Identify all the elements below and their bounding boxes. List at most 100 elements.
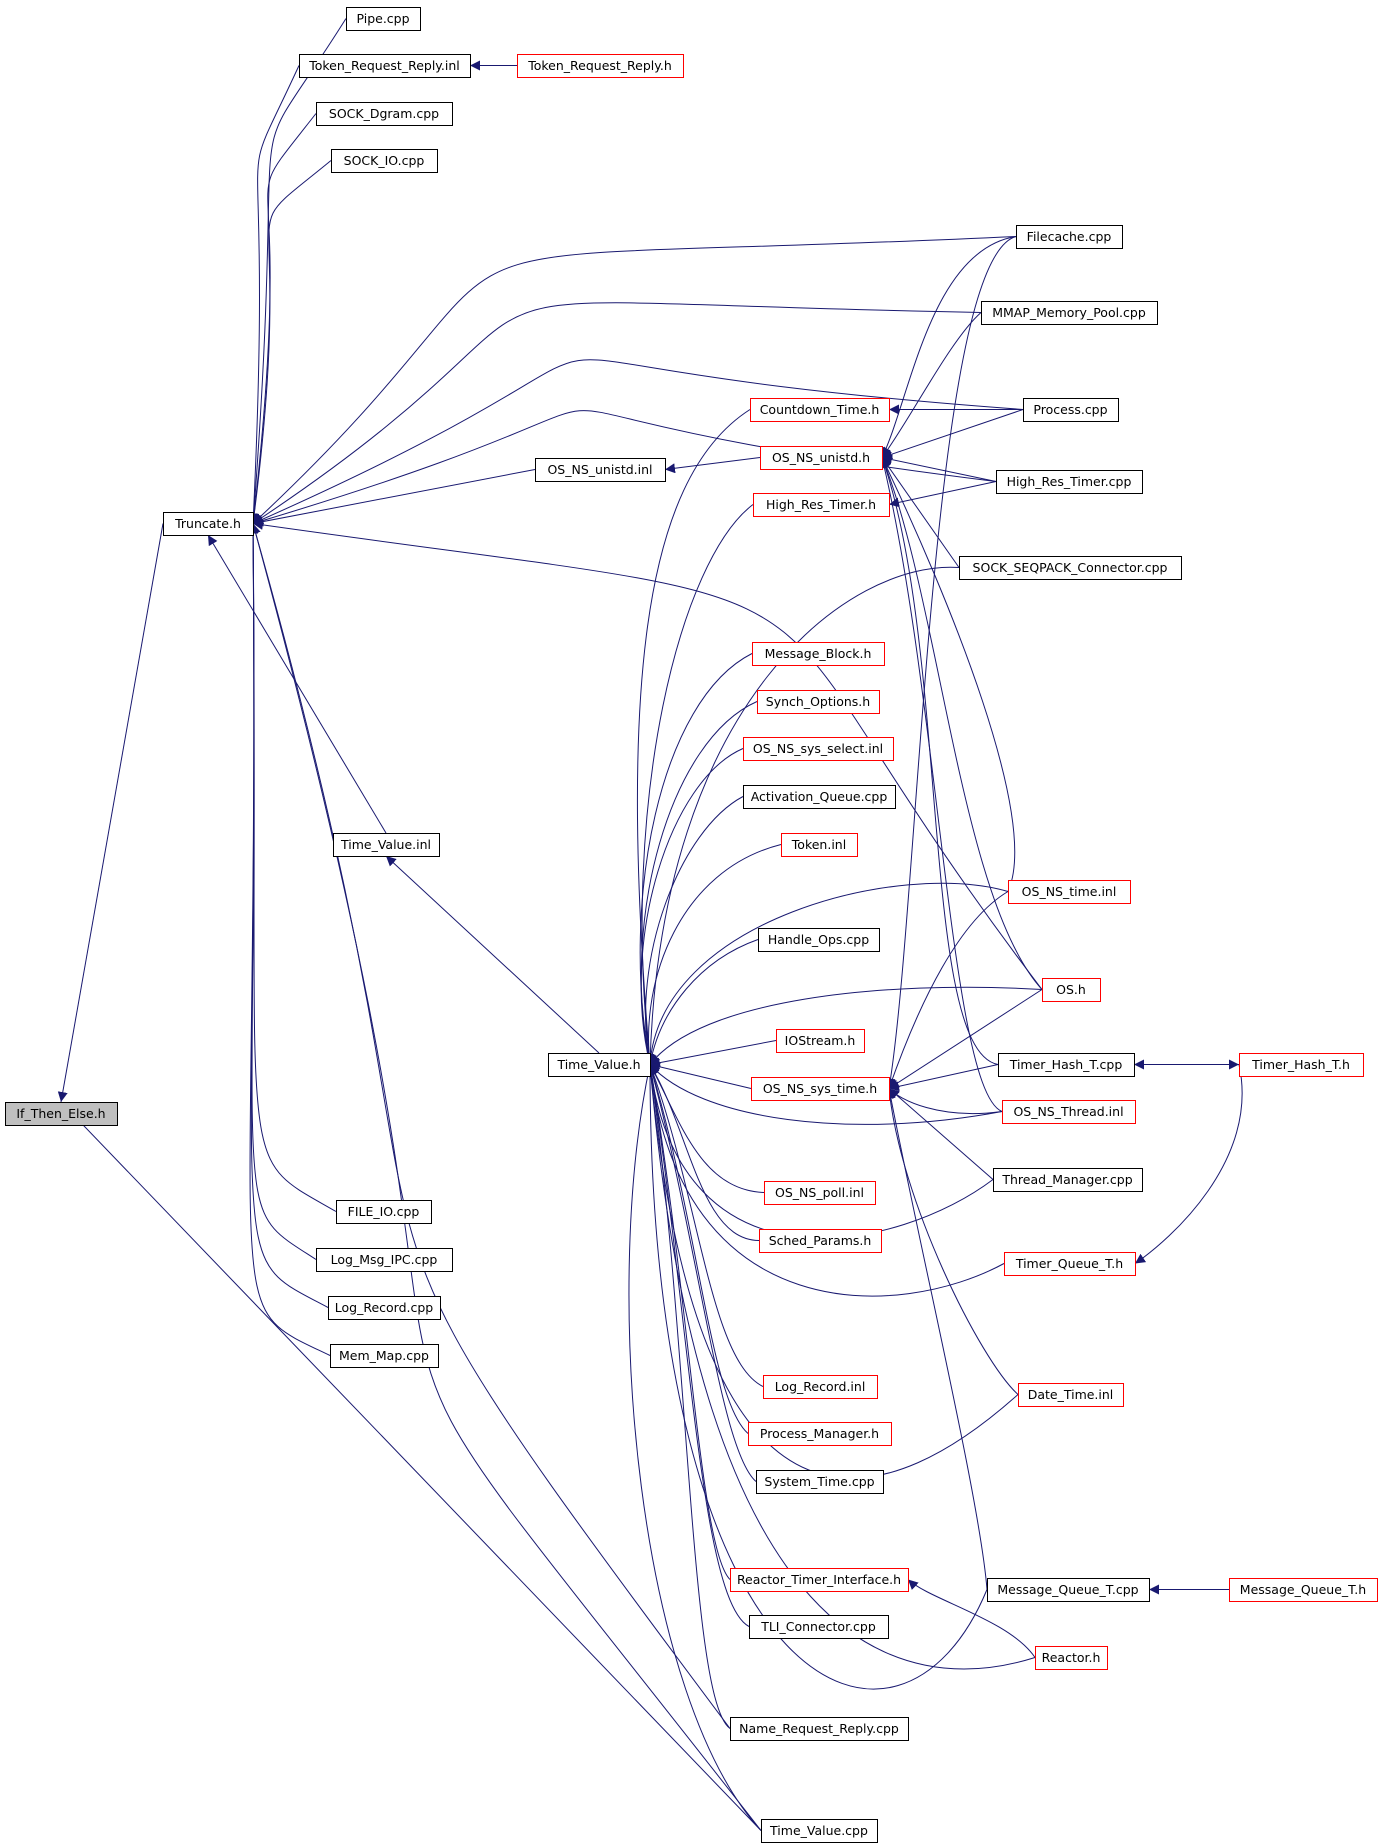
node-box bbox=[759, 1229, 882, 1253]
node-sock-dgram[interactable]: SOCK_Dgram.cpp bbox=[316, 102, 453, 126]
edge-system-time-to-time-value-h bbox=[647, 1064, 757, 1482]
edge-sock-dgram-to-truncate bbox=[249, 113, 317, 524]
node-trr-h[interactable]: Token_Request_Reply.h bbox=[517, 54, 684, 78]
node-tli[interactable]: TLI_Connector.cpp bbox=[749, 1615, 889, 1639]
node-poll-inl[interactable]: OS_NS_poll.inl bbox=[764, 1181, 876, 1205]
edge-seqpack-to-os-unistd-h bbox=[881, 457, 960, 568]
node-label: Token_Request_Reply.inl bbox=[308, 58, 460, 73]
node-label: System_Time.cpp bbox=[764, 1474, 874, 1489]
node-os-unistd-h[interactable]: OS_NS_unistd.h bbox=[760, 446, 883, 470]
node-label: OS_NS_poll.inl bbox=[775, 1185, 864, 1200]
edge-log-msg-ipc-to-truncate bbox=[248, 523, 317, 1260]
node-name-rr[interactable]: Name_Request_Reply.cpp bbox=[730, 1717, 909, 1741]
node-label: Pipe.cpp bbox=[356, 11, 409, 26]
node-box bbox=[756, 1470, 884, 1494]
node-truncate[interactable]: Truncate.h bbox=[163, 512, 254, 536]
node-timer-hash-cpp[interactable]: Timer_Hash_T.cpp bbox=[998, 1053, 1135, 1077]
node-box bbox=[517, 54, 684, 78]
node-date-time[interactable]: Date_Time.inl bbox=[1018, 1383, 1124, 1407]
node-sock-io[interactable]: SOCK_IO.cpp bbox=[331, 149, 438, 173]
node-box bbox=[1018, 1383, 1124, 1407]
node-os-unistd-inl[interactable]: OS_NS_unistd.inl bbox=[535, 458, 666, 482]
node-hrt-cpp[interactable]: High_Res_Timer.cpp bbox=[996, 470, 1143, 494]
node-sys-time-h[interactable]: OS_NS_sys_time.h bbox=[751, 1077, 890, 1101]
node-box bbox=[996, 470, 1143, 494]
node-file-io[interactable]: FILE_IO.cpp bbox=[336, 1200, 432, 1224]
node-synch-opts[interactable]: Synch_Options.h bbox=[757, 690, 880, 714]
node-label: MMAP_Memory_Pool.cpp bbox=[992, 305, 1146, 320]
node-box bbox=[751, 1077, 890, 1101]
node-mq-h[interactable]: Message_Queue_T.h bbox=[1229, 1578, 1378, 1602]
node-trr-inl[interactable]: Token_Request_Reply.inl bbox=[299, 54, 471, 78]
node-timer-hash-h[interactable]: Timer_Hash_T.h bbox=[1239, 1053, 1364, 1077]
node-msg-block[interactable]: Message_Block.h bbox=[752, 642, 885, 666]
edge-log-record-inl-to-time-value-h bbox=[648, 1064, 764, 1387]
node-os-h[interactable]: OS.h bbox=[1042, 978, 1101, 1002]
node-os-time-inl[interactable]: OS_NS_time.inl bbox=[1008, 880, 1131, 904]
node-process-mgr[interactable]: Process_Manager.h bbox=[748, 1422, 892, 1446]
node-box bbox=[981, 301, 1158, 325]
edge-hrt-h-to-time-value-h bbox=[641, 504, 754, 1065]
node-time-value-inl[interactable]: Time_Value.inl bbox=[333, 833, 440, 857]
node-select-inl[interactable]: OS_NS_sys_select.inl bbox=[743, 737, 894, 761]
node-log-record-cpp[interactable]: Log_Record.cpp bbox=[328, 1296, 441, 1320]
node-filecache[interactable]: Filecache.cpp bbox=[1016, 225, 1123, 249]
node-activation[interactable]: Activation_Queue.cpp bbox=[743, 785, 896, 809]
node-pipe[interactable]: Pipe.cpp bbox=[346, 7, 421, 31]
node-mem-map[interactable]: Mem_Map.cpp bbox=[330, 1344, 439, 1368]
node-label: High_Res_Timer.cpp bbox=[1007, 474, 1132, 489]
edge-os-h-to-os-unistd-h bbox=[881, 457, 1043, 990]
node-seqpack[interactable]: SOCK_SEQPACK_Connector.cpp bbox=[959, 556, 1182, 580]
node-box bbox=[748, 1422, 892, 1446]
edge-process-mgr-to-time-value-h bbox=[648, 1064, 749, 1434]
edge-time-value-h-to-time-value-inl bbox=[385, 855, 600, 1054]
node-iostream[interactable]: IOStream.h bbox=[776, 1029, 865, 1053]
node-label: Time_Value.cpp bbox=[769, 1823, 868, 1838]
node-reactor[interactable]: Reactor.h bbox=[1035, 1646, 1108, 1670]
node-label: FILE_IO.cpp bbox=[348, 1204, 420, 1219]
node-box bbox=[753, 493, 890, 517]
edge-os-thread-inl-to-sys-time-h bbox=[888, 1088, 1003, 1115]
node-time-value-h[interactable]: Time_Value.h bbox=[548, 1053, 651, 1077]
node-box bbox=[750, 398, 890, 422]
node-label: Date_Time.inl bbox=[1028, 1387, 1114, 1402]
node-label: Activation_Queue.cpp bbox=[751, 789, 888, 804]
node-box bbox=[993, 1168, 1143, 1192]
node-log-record-inl[interactable]: Log_Record.inl bbox=[763, 1375, 878, 1399]
node-if-then-else[interactable]: If_Then_Else.h bbox=[5, 1102, 118, 1126]
node-system-time[interactable]: System_Time.cpp bbox=[756, 1470, 884, 1494]
node-label: OS_NS_time.inl bbox=[1022, 884, 1117, 899]
node-box bbox=[1023, 398, 1119, 422]
node-rti[interactable]: Reactor_Timer_Interface.h bbox=[730, 1568, 909, 1592]
node-log-msg-ipc[interactable]: Log_Msg_IPC.cpp bbox=[316, 1248, 453, 1272]
node-time-value-cpp[interactable]: Time_Value.cpp bbox=[761, 1819, 878, 1843]
edge-iostream-to-time-value-h bbox=[649, 1040, 777, 1068]
edge-truncate-to-if-then-else bbox=[57, 523, 164, 1103]
node-token-inl[interactable]: Token.inl bbox=[781, 833, 858, 857]
node-mmap[interactable]: MMAP_Memory_Pool.cpp bbox=[981, 301, 1158, 325]
node-timer-queue[interactable]: Timer_Queue_T.h bbox=[1004, 1252, 1136, 1276]
node-handle-ops[interactable]: Handle_Ops.cpp bbox=[758, 928, 880, 952]
node-box bbox=[299, 54, 471, 78]
node-label: Process_Manager.h bbox=[760, 1426, 879, 1441]
node-sched-params[interactable]: Sched_Params.h bbox=[759, 1229, 882, 1253]
node-os-thread-inl[interactable]: OS_NS_Thread.inl bbox=[1002, 1100, 1136, 1124]
node-countdown[interactable]: Countdown_Time.h bbox=[750, 398, 890, 422]
node-label: Reactor.h bbox=[1042, 1650, 1101, 1665]
edge-mem-map-to-truncate bbox=[248, 523, 331, 1356]
node-hrt-h[interactable]: High_Res_Timer.h bbox=[753, 493, 890, 517]
node-label: Log_Record.cpp bbox=[335, 1300, 434, 1315]
node-box bbox=[1002, 1100, 1136, 1124]
node-box bbox=[331, 149, 438, 173]
node-process[interactable]: Process.cpp bbox=[1023, 398, 1119, 422]
edge-hrt-cpp-to-os-unistd-h bbox=[881, 454, 997, 482]
node-box bbox=[743, 737, 894, 761]
edge-layer bbox=[57, 18, 1243, 1831]
node-box bbox=[1004, 1252, 1136, 1276]
node-mq-cpp[interactable]: Message_Queue_T.cpp bbox=[987, 1578, 1150, 1602]
edge-time-value-cpp-to-time-value-h bbox=[628, 1064, 762, 1831]
node-label: SOCK_SEQPACK_Connector.cpp bbox=[973, 560, 1168, 575]
edge-synch-opts-to-time-value-h bbox=[640, 701, 758, 1065]
node-thread-mgr[interactable]: Thread_Manager.cpp bbox=[993, 1168, 1143, 1192]
